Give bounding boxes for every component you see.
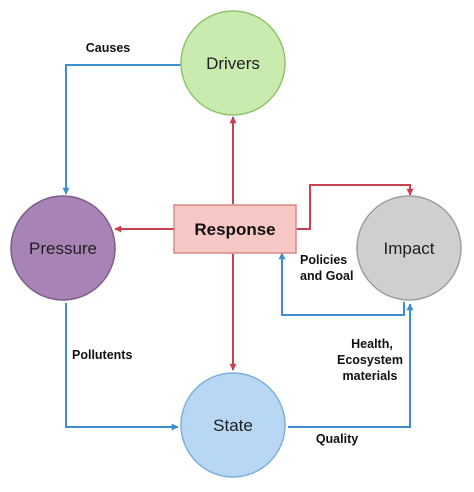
- impact-node: [356, 195, 462, 301]
- state-node: [180, 372, 286, 478]
- arrow-response-to-impact: [296, 184, 414, 230]
- pressure-node: [10, 195, 116, 301]
- health-label-line2: Ecosystem: [337, 353, 403, 367]
- arrow-drivers-to-pressure: [62, 64, 185, 195]
- impact-label: Impact: [383, 239, 434, 258]
- drivers-node: [180, 10, 286, 116]
- health-label-line1: Health,: [351, 337, 393, 351]
- causes-label: Causes: [86, 41, 131, 55]
- state-label: State: [213, 416, 253, 435]
- response-node: [173, 204, 297, 254]
- response-label: Response: [194, 220, 275, 239]
- health-label-line3: materials: [343, 369, 398, 383]
- arrow-impact-to-response: [278, 252, 405, 316]
- policies-label-line2: and Goal: [300, 269, 353, 283]
- pressure-label: Pressure: [29, 239, 97, 258]
- arrow-pressure-to-state: [65, 303, 179, 431]
- arrow-state-to-impact: [288, 303, 414, 428]
- drivers-label: Drivers: [206, 54, 260, 73]
- pollutents-label: Pollutents: [72, 348, 132, 362]
- quality-label: Quality: [316, 432, 358, 446]
- policies-label-line1: Policies: [300, 253, 347, 267]
